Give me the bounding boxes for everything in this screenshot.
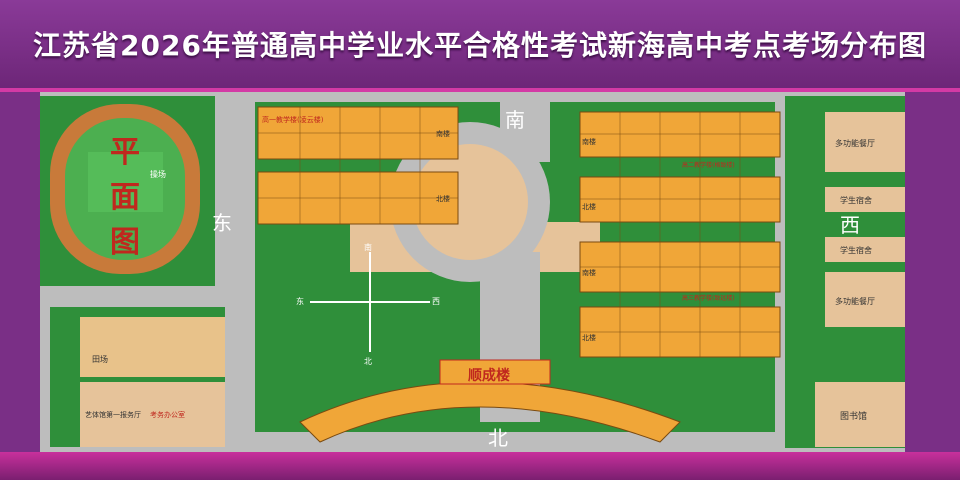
inner-compass-e: 东: [296, 296, 304, 306]
office-left: 艺体馆第一报务厅: [85, 410, 141, 419]
field-center: [88, 152, 163, 212]
block-r1-north-label: 北楼: [582, 202, 596, 211]
dorm-2: [825, 237, 905, 262]
bottom-bar: [0, 452, 960, 480]
inner-compass-w: 西: [432, 297, 440, 306]
library-label: 图书馆: [840, 410, 867, 422]
court-label: 操场: [150, 169, 166, 179]
top-divider: [0, 88, 960, 92]
block-left-label: 高一教学楼(凌云楼): [262, 115, 324, 124]
field-label: 田场: [92, 355, 108, 364]
campus-map: 平 面 图 操场 田场 艺体馆第一报务厅 考务办公室 顺成楼 南 北 东 西 南…: [40, 92, 905, 452]
block-left-south-label: 南楼: [436, 129, 450, 138]
map-label-3: 图: [110, 225, 140, 260]
south-road: [500, 102, 550, 162]
dorm-2-label: 学生宿舍: [840, 245, 872, 255]
office-right: 考务办公室: [150, 410, 185, 419]
inner-compass-s: 北: [364, 357, 372, 366]
block-r1-north: [579, 176, 781, 223]
shuncheng-building: [299, 381, 681, 443]
block-grid: [258, 107, 780, 357]
shuncheng-label: 顺成楼: [468, 367, 510, 384]
block-left-north-label: 北楼: [436, 194, 450, 203]
compass-east: 东: [212, 211, 232, 235]
canteen-2: [825, 272, 905, 327]
shuncheng-label-box: [439, 359, 551, 385]
dorm-1-label: 学生宿舍: [840, 195, 872, 205]
block-r1-label: 高二教学楼(格致楼): [682, 161, 735, 169]
block-r1-south: [579, 111, 781, 158]
block-r2-north-label: 北楼: [582, 333, 596, 342]
canteen-1-label: 多功能餐厅: [835, 138, 875, 148]
compass-north: 北: [488, 426, 508, 450]
farm-plot: [80, 317, 225, 377]
map-label-1: 平: [110, 135, 140, 170]
title-bar: 江苏省2026年普通高中学业水平合格性考试新海高中考点考场分布图: [0, 0, 960, 88]
inner-compass-n: 南: [364, 242, 372, 252]
compass-south: 南: [505, 108, 525, 132]
block-r1-south-label: 南楼: [582, 137, 596, 146]
page-title: 江苏省2026年普通高中学业水平合格性考试新海高中考点考场分布图: [33, 29, 927, 62]
canteen-1: [825, 112, 905, 172]
block-r2-label: 高三教学楼(致远楼): [682, 294, 735, 302]
dorm-1: [825, 187, 905, 212]
canteen-2-label: 多功能餐厅: [835, 296, 875, 306]
compass-west: 西: [840, 213, 860, 237]
office-block: [80, 382, 225, 447]
map-label-2: 面: [110, 180, 140, 215]
block-r2-south-label: 南楼: [582, 268, 596, 277]
library: [815, 382, 905, 447]
